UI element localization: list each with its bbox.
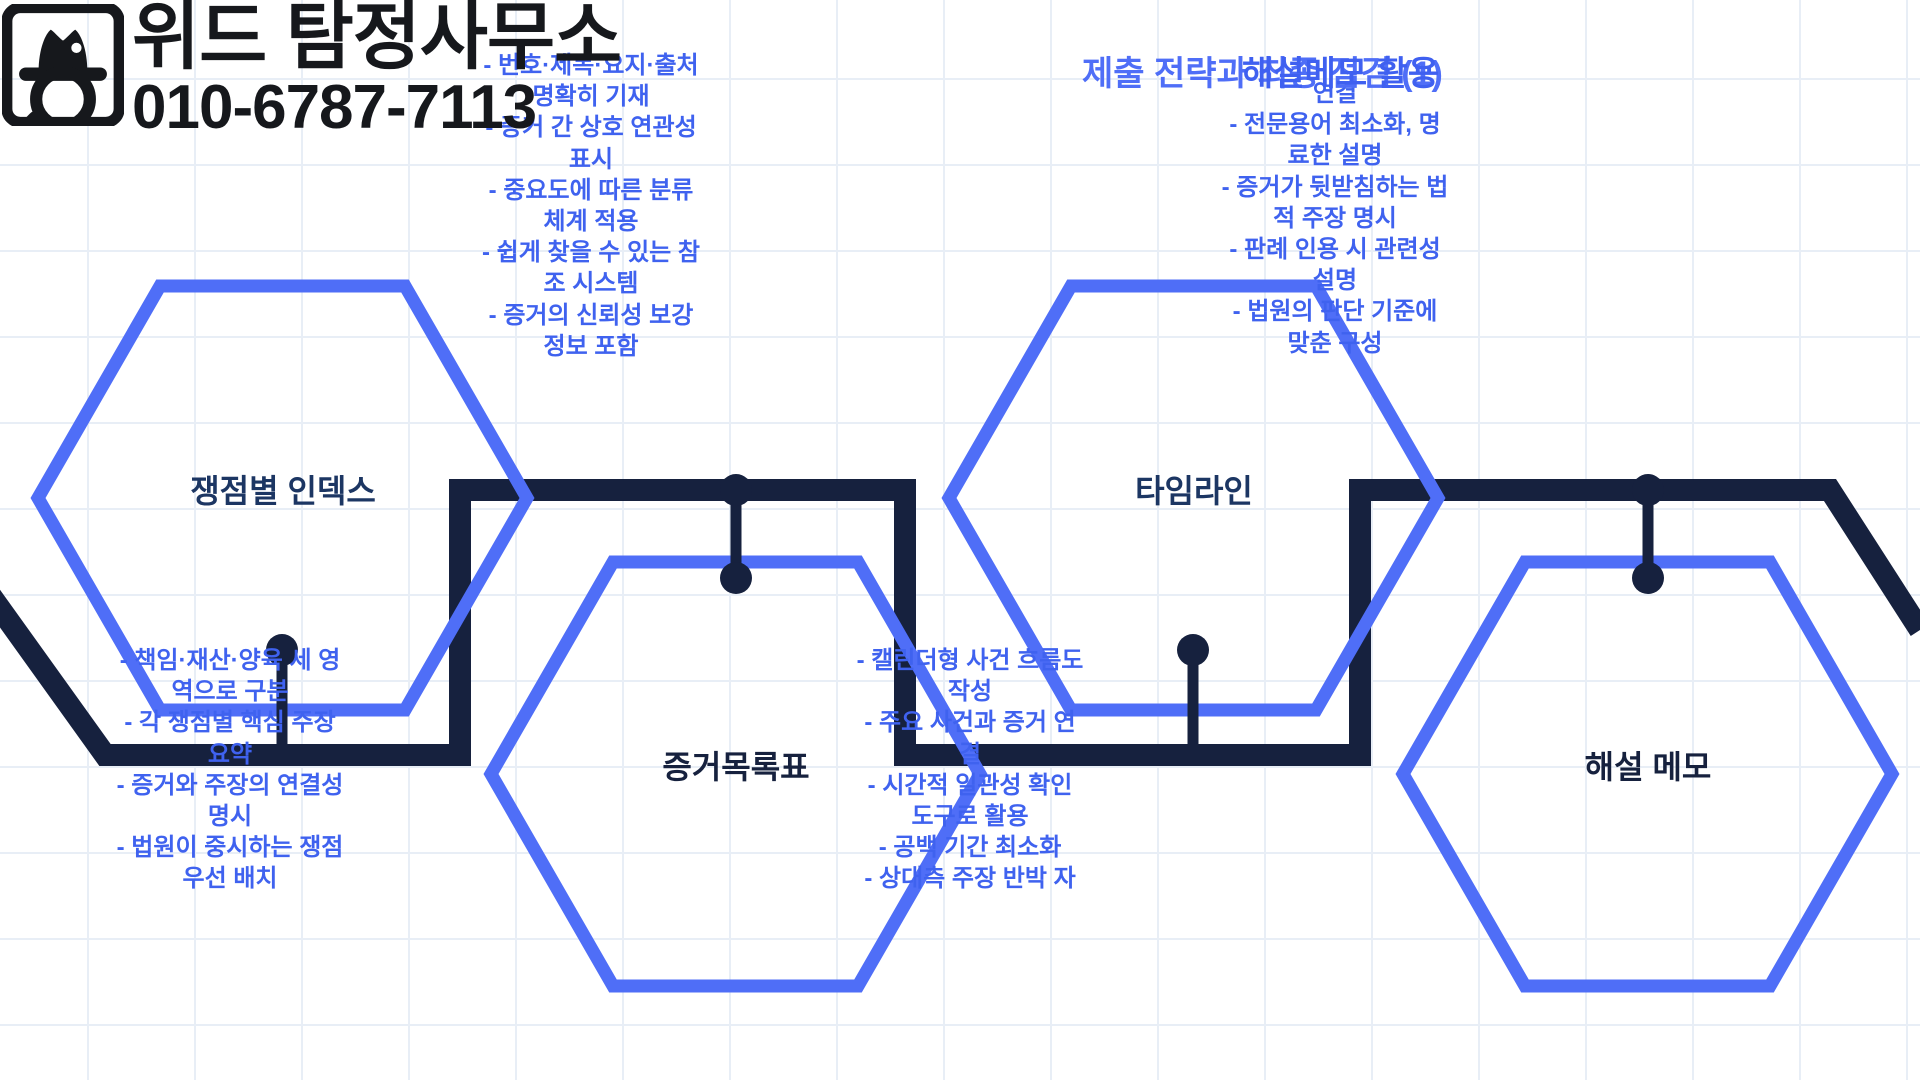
bullet-line: - 증거와 주장의 연결성 (116, 771, 344, 799)
bullet-line: 정보 포함 (543, 332, 639, 360)
headline-group: 제출 전략과 최종 점검 (1) 해설메모 활용 (1060, 46, 1580, 93)
bullet-line: - 법원이 중시하는 쟁점 (116, 834, 344, 862)
bullet-line: 우선 배치 (182, 865, 278, 893)
connector-node-2 (720, 474, 752, 594)
bullet-line: 요약 (207, 740, 253, 768)
bullet-line: 역으로 구분 (171, 678, 289, 706)
bullet-line: - 공백 기간 최소화 (878, 834, 1062, 862)
bullet-line: 적 주장 명시 (1273, 204, 1397, 232)
bullet-list-node-2: - 번호·제목·요지·출처 명확히 기재 - 증거 간 상호 연관성 표시 - … (455, 50, 727, 362)
hexagon-node-3[interactable] (941, 279, 1446, 717)
brand-header: 위드 탐정사무소 010-6787-7113 (0, 0, 622, 143)
brand-name: 위드 탐정사무소 (132, 0, 622, 78)
bullet-line: - 법원의 판단 기준에 (1232, 298, 1438, 326)
bullet-line: - 전문용어 최소화, 명 (1229, 111, 1441, 139)
bullet-line: - 각 쟁점별 핵심 주장 (124, 709, 336, 737)
bullet-line: 작성 (947, 678, 993, 706)
bullet-line: - 시간적 일관성 확인 (867, 771, 1073, 799)
bullet-list-node-4: 연결 - 전문용어 최소화, 명 료한 설명 - 증거가 뒷받침하는 법 적 주… (1185, 78, 1485, 359)
page-title: 제출 전략과 최종 점검 (1) (1082, 55, 1443, 93)
bullet-line: 체계 적용 (543, 207, 639, 235)
connector-node-1 (266, 634, 298, 757)
hexagon-label-node-2: 증거목록표 (662, 749, 810, 785)
bullet-line: - 주요 사건과 증거 연 (864, 709, 1076, 737)
connector-node-4 (1632, 474, 1664, 594)
bullet-line: - 판례 인용 시 관련성 (1229, 235, 1441, 263)
bullet-line: 명확히 기재 (532, 83, 650, 111)
bullet-line: 설명 (1312, 267, 1358, 295)
bullet-line: 맞춘 구성 (1287, 329, 1383, 357)
bullet-line: - 증거의 신뢰성 보강 (488, 301, 694, 329)
bullet-list-node-1: - 책임·재산·양육 세 영 역으로 구분 - 각 쟁점별 핵심 주장 요약 -… (80, 645, 380, 895)
bullet-line: - 쉽게 찾을 수 있는 참 (482, 239, 700, 267)
bullet-line: - 증거 간 상호 연관성 (485, 114, 697, 142)
hexagon-label-node-3: 타임라인 (1135, 473, 1253, 509)
bullet-line: - 증거가 뒷받침하는 법 (1221, 173, 1449, 201)
bullet-line: - 중요도에 따른 분류 (488, 176, 694, 204)
hexagon-node-2[interactable] (483, 555, 988, 993)
hexagon-node-1[interactable] (30, 279, 535, 717)
bullet-line: 명시 (207, 802, 253, 830)
page-title-overlay: 해설메모 활용 (1242, 55, 1440, 93)
hexagon-label-node-4: 해설 메모 (1584, 749, 1712, 785)
brand-phone: 010-6787-7113 (132, 73, 537, 143)
detective-cat-magnifier-logo-icon (2, 4, 124, 126)
bullet-line: - 번호·제목·요지·출처 (483, 52, 699, 79)
hexagon-label-node-1: 쟁점별 인덱스 (190, 473, 376, 509)
hexagon-node-4[interactable] (1395, 555, 1900, 993)
bullet-line: - 책임·재산·양육 세 영 (119, 647, 341, 674)
bullet-line: 연결 (1312, 80, 1358, 107)
bullet-line: 조 시스템 (543, 270, 639, 298)
bullet-line: - 캘린더형 사건 흐름도 (856, 647, 1084, 674)
bullet-line: 결 (958, 740, 982, 768)
bullet-list-node-3: - 캘린더형 사건 흐름도 작성 - 주요 사건과 증거 연 결 - 시간적 일… (820, 645, 1120, 895)
connector-node-3 (1177, 634, 1209, 757)
bullet-line: 도구로 활용 (911, 802, 1029, 830)
bullet-line: 료한 설명 (1287, 142, 1383, 170)
bullet-line: 표시 (568, 145, 614, 173)
bullet-line: - 상대측 주장 반박 자 (864, 865, 1076, 893)
